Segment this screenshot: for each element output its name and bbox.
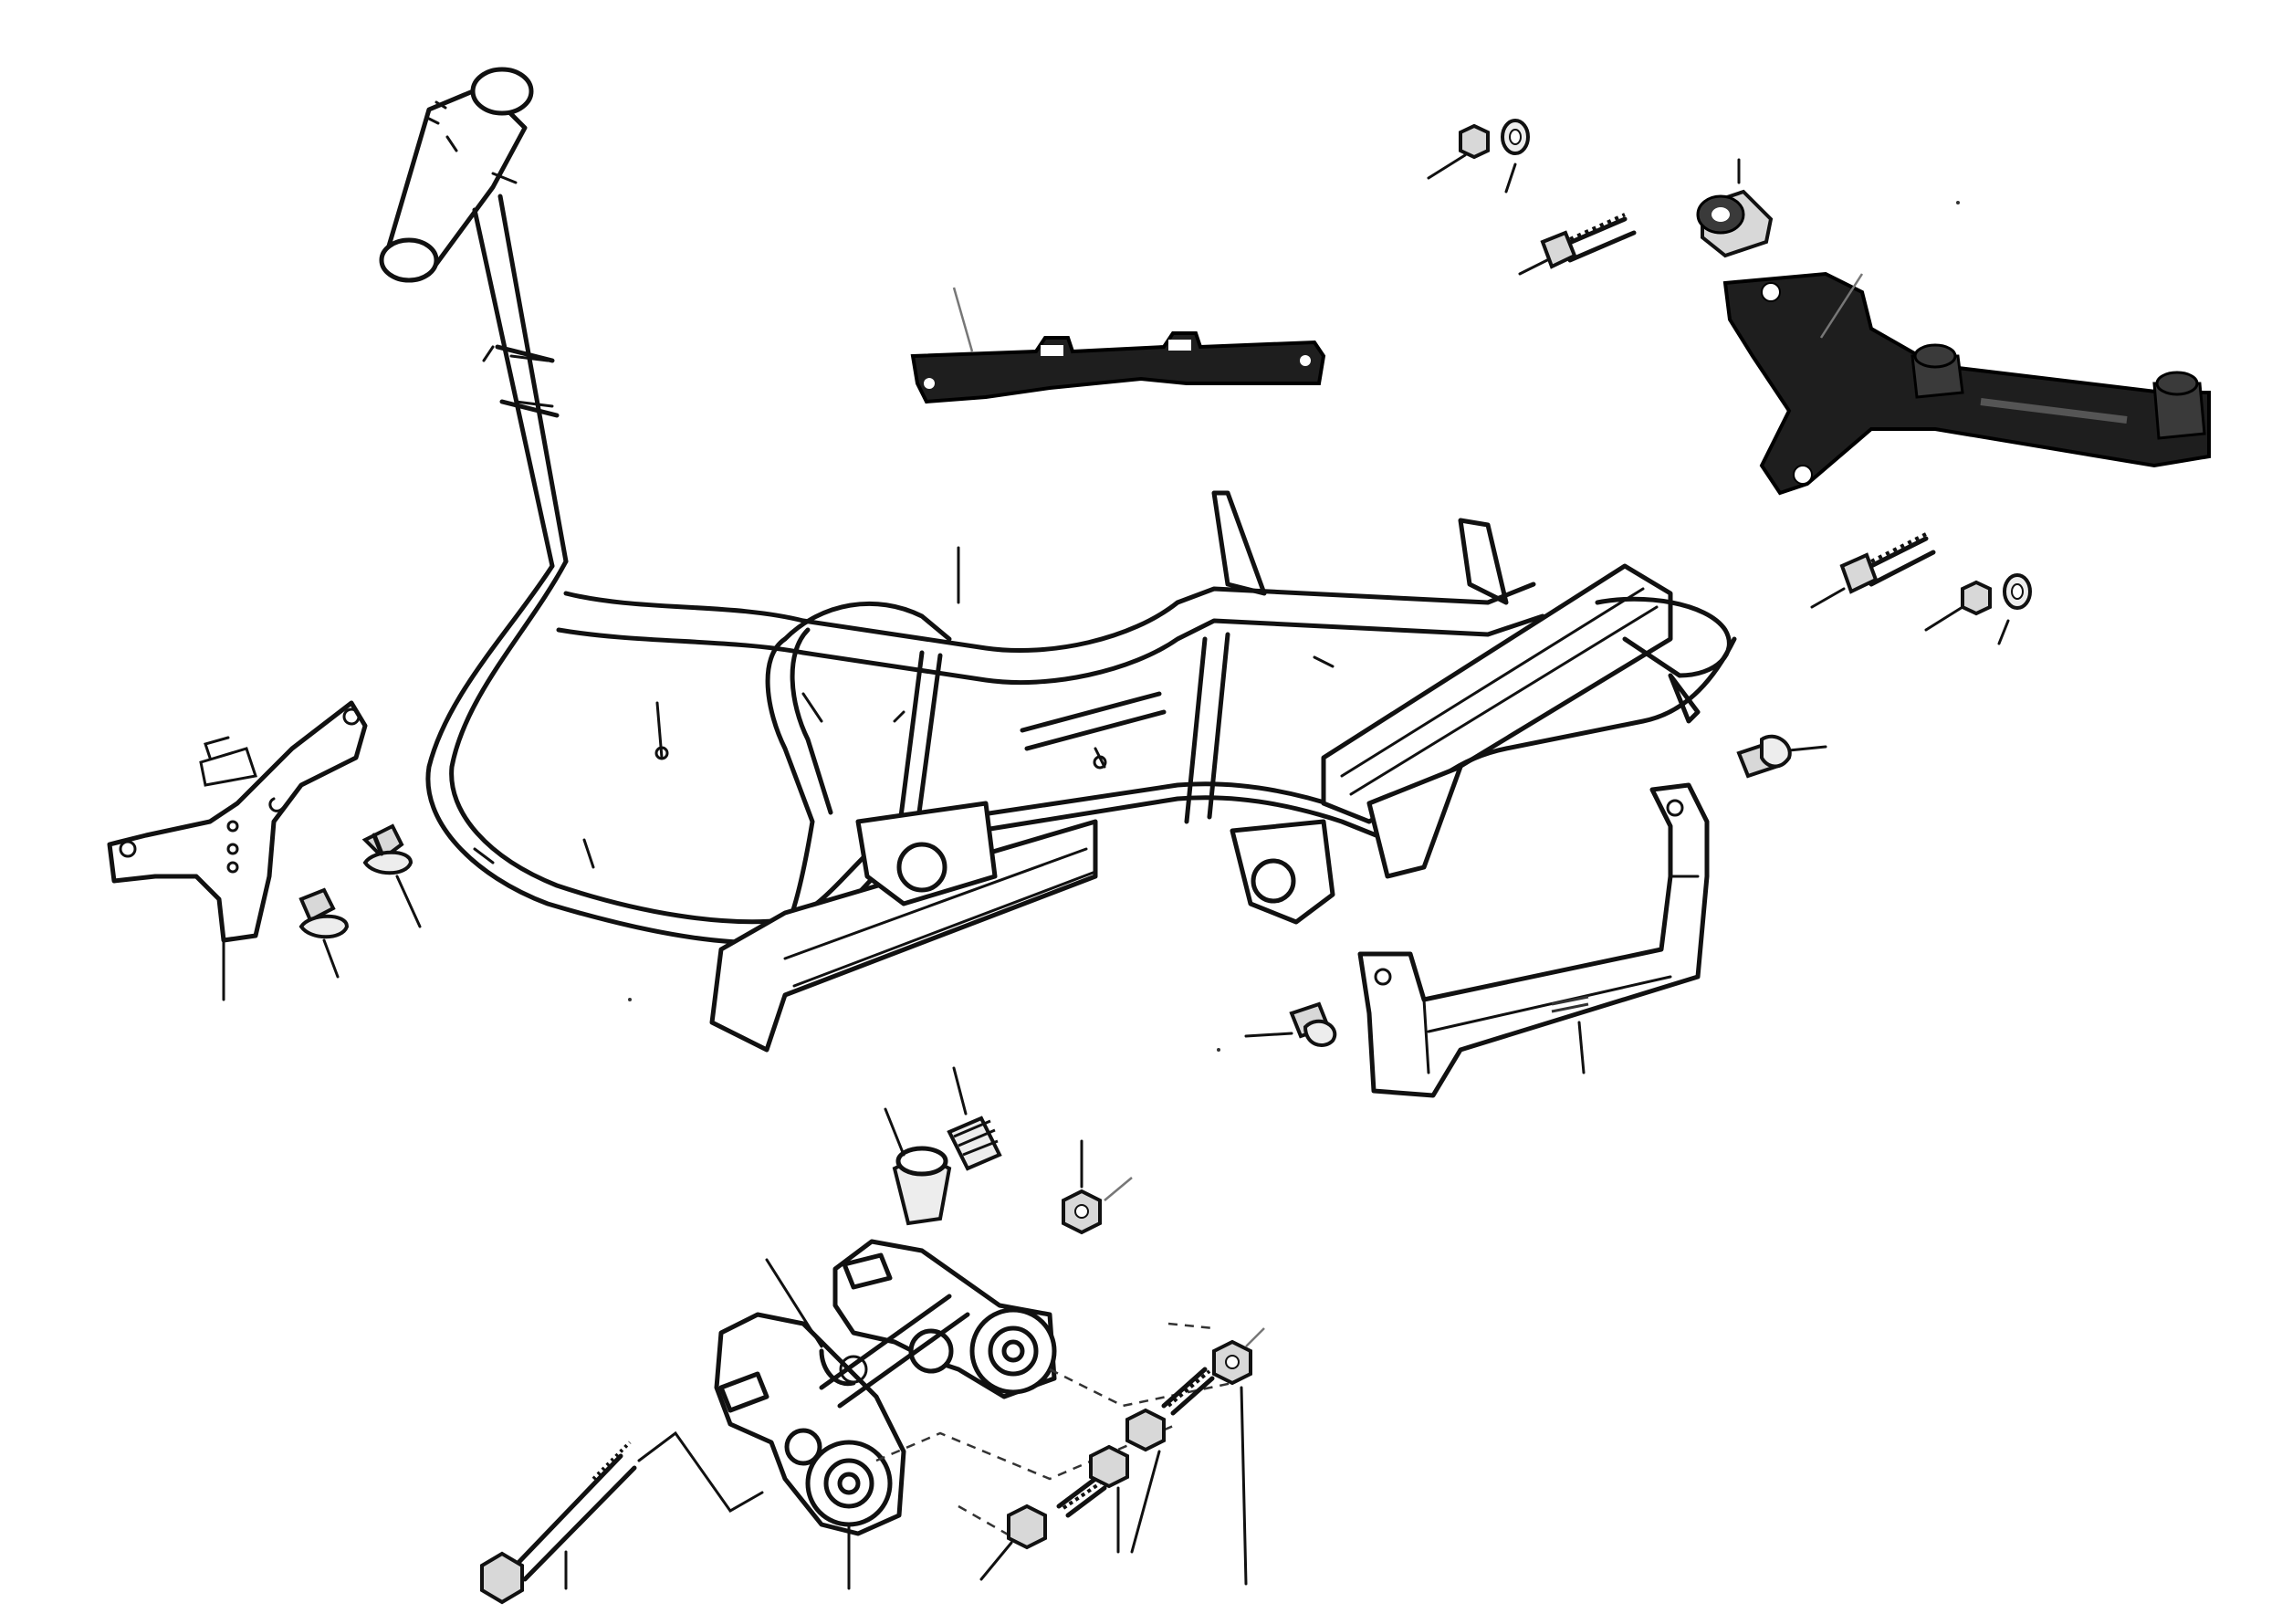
center-crossmember-bracket	[910, 287, 1326, 404]
rear-mount-plate	[1722, 271, 2211, 496]
guard-flange-bolt	[1244, 1001, 1337, 1047]
link-spring-stud	[947, 1066, 1002, 1171]
front-side-bracket	[107, 700, 368, 1001]
side-flange-bolt	[1736, 734, 1827, 779]
link-nut-upper	[1062, 1139, 1133, 1235]
nut-and-washer-lower	[1924, 573, 2032, 645]
main-frame	[379, 67, 1737, 1053]
upper-mount-bolt	[1518, 213, 1637, 276]
link-stud-bolt	[1056, 1367, 1215, 1554]
pivot-bolt	[480, 1430, 764, 1605]
link-nut-lower-right	[1212, 1327, 1265, 1586]
nut-and-washer-upper	[1427, 119, 1530, 194]
front-flange-bolt-b	[298, 887, 350, 979]
engine-hanger-link	[714, 1239, 1057, 1536]
link-nut-lower-left	[979, 1504, 1047, 1581]
link-collar	[884, 1107, 952, 1226]
rear-guard-bracket	[1357, 782, 1710, 1098]
front-flange-bolt-a	[361, 823, 422, 928]
lower-mount-bolt	[1810, 532, 1936, 609]
rubber-bushing	[1696, 158, 1774, 258]
stray-marks	[628, 201, 1960, 1052]
